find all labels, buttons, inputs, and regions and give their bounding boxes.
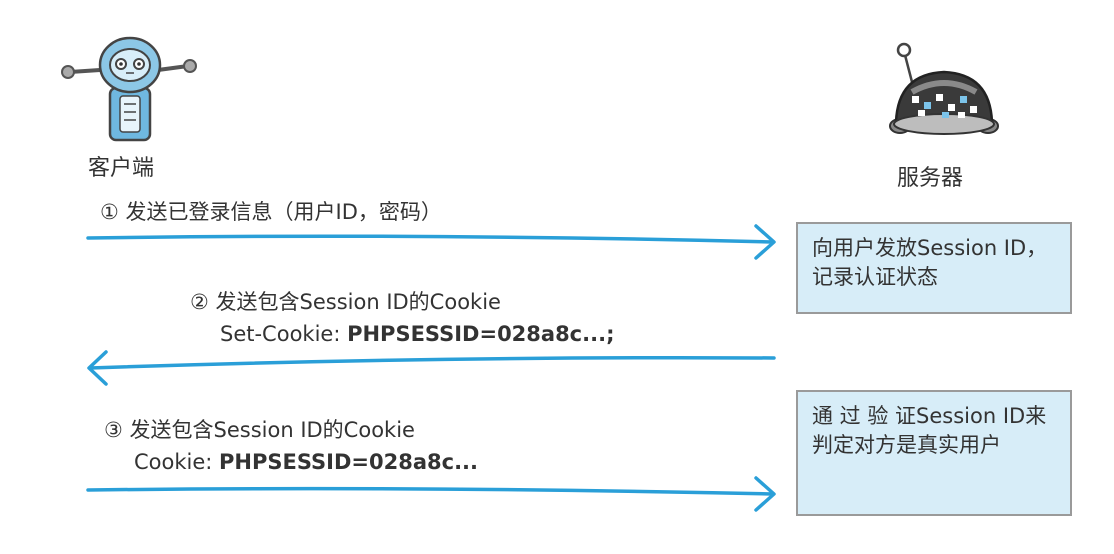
arrow-1 — [86, 224, 776, 260]
message-2-num: ② — [190, 290, 209, 314]
message-3-detail-prefix: Cookie: — [134, 450, 220, 474]
message-1-num: ① — [100, 200, 119, 224]
arrow-3 — [86, 476, 776, 512]
message-1: ① 发送已登录信息（用户ID，密码） — [100, 196, 442, 228]
message-2-detail-prefix: Set-Cookie: — [220, 322, 348, 346]
message-3-text: 发送包含Session ID的Cookie — [129, 418, 415, 442]
message-3-detail: Cookie: PHPSESSID=028a8c... — [104, 446, 478, 478]
message-3-detail-value: PHPSESSID=028a8c... — [219, 450, 479, 474]
note-issue-session: 向用户发放Session ID，记录认证状态 — [796, 222, 1072, 314]
message-3: ③ 发送包含Session ID的Cookie Cookie: PHPSESSI… — [104, 414, 478, 478]
server-label: 服务器 — [897, 166, 964, 191]
client-label: 客户端 — [88, 156, 155, 181]
message-2-detail: Set-Cookie: PHPSESSID=028a8c...; — [190, 318, 614, 350]
message-2: ② 发送包含Session ID的Cookie Set-Cookie: PHPS… — [190, 286, 614, 350]
message-2-detail-value: PHPSESSID=028a8c...; — [347, 322, 615, 346]
message-3-num: ③ — [104, 418, 123, 442]
arrow-2 — [87, 350, 776, 386]
note-verify-session-text: 通 过 验 证Session ID来判定对方是真实用户 — [812, 404, 1047, 457]
message-2-text: 发送包含Session ID的Cookie — [215, 290, 501, 314]
note-verify-session: 通 过 验 证Session ID来判定对方是真实用户 — [796, 390, 1072, 516]
message-1-text: 发送已登录信息（用户ID，密码） — [125, 200, 442, 224]
note-issue-session-text: 向用户发放Session ID，记录认证状态 — [812, 236, 1048, 289]
